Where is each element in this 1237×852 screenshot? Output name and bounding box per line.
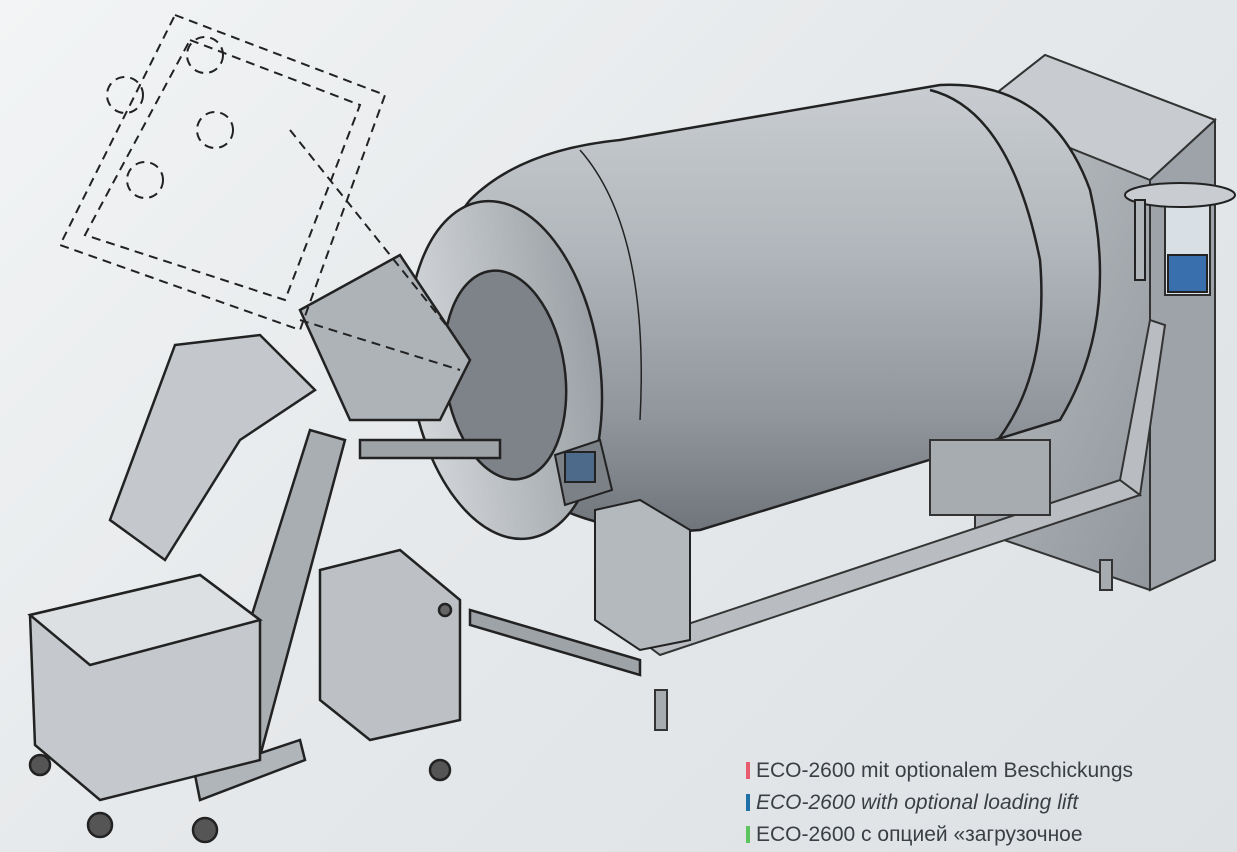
caption-marker-de: [746, 762, 750, 779]
lift-raised-outline: [58, 13, 461, 371]
caption-en: ECO-2600 with optional loading lift: [746, 787, 1237, 819]
drum-supports: [654, 439, 1113, 731]
control-panel: [553, 438, 691, 652]
bin: [27, 573, 452, 844]
caption-marker-en: [746, 794, 750, 811]
caption-block: ECO-2600 mit optionalem Beschickungs ECO…: [746, 755, 1237, 851]
caption-text-ru: ECO-2600 с опцией «загрузочное: [756, 823, 1083, 846]
caption-text-en: ECO-2600 with optional loading lift: [756, 791, 1079, 814]
caption-ru: ECO-2600 с опцией «загрузочное: [746, 819, 1237, 851]
brine-container: [1124, 182, 1236, 296]
caption-marker-ru: [746, 826, 750, 843]
floor-pipe: [637, 318, 1167, 657]
caption-de: ECO-2600 mit optionalem Beschickungs: [746, 755, 1237, 787]
caption-text-de: ECO-2600 mit optionalem Beschickungs: [756, 759, 1134, 782]
